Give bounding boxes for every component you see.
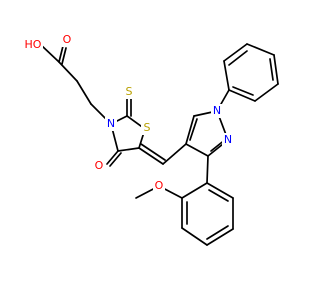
bond-c5-methine-2	[140, 143, 166, 161]
label-bg-n-pyrazole-2	[222, 133, 234, 147]
bond-phenyl-a	[223, 60, 230, 91]
molecule-structure: HO O S S N O N N O	[23, 33, 279, 246]
bond-aryl-inner-2	[206, 225, 229, 240]
atom-label-s-ring: S	[144, 121, 151, 134]
bond-methine-pyrazole	[162, 143, 187, 165]
bond-phenyl-b	[223, 43, 248, 62]
bond-pz-c3-c4	[185, 143, 209, 157]
label-bg-o-keto	[93, 159, 105, 173]
bond-c5-c4	[117, 147, 140, 152]
bond-phenyl-inner-3	[232, 86, 254, 96]
atom-label-s-thione: S	[126, 85, 133, 98]
atom-label-ho: HO	[25, 38, 42, 51]
bond-aryl-d	[206, 228, 234, 246]
bond-phenyl-d	[273, 54, 279, 85]
bond-pz-inner-1	[189, 118, 198, 141]
bond-pz-c4-c5	[185, 115, 195, 145]
bond-aryl-inner-3	[208, 189, 229, 202]
bond-c-o-double-1	[58, 45, 64, 63]
bond-c-o-keto-2	[109, 152, 122, 167]
label-bg-o-methoxy	[153, 179, 165, 193]
label-bg-ho	[23, 37, 43, 52]
label-bg-n-pyrazole-1	[211, 104, 223, 118]
atom-label-n-pyrazole-1: N	[213, 104, 221, 117]
bond-phenyl-c	[246, 43, 275, 56]
bond-c-ho	[40, 44, 60, 63]
bond-chain-2	[76, 80, 92, 105]
bond-aryl-f	[206, 182, 234, 199]
label-bg-s-thione	[123, 85, 135, 99]
bond-c-o-double-2	[61, 47, 67, 65]
label-bg-n-ring	[105, 117, 117, 131]
bond-c5-methine-1	[138, 147, 164, 165]
bond-aryl-c	[181, 227, 208, 246]
atom-label-n-ring: N	[107, 117, 115, 130]
atom-label-o-methoxy: O	[155, 179, 164, 192]
bond-phenyl-inner-2	[269, 58, 274, 81]
bond-phenyl-e	[254, 83, 279, 102]
atom-label-o-keto: O	[95, 159, 104, 172]
bond-chain-1	[58, 61, 78, 82]
bond-phenyl-inner-1	[228, 50, 248, 66]
bond-c-o-keto-1	[106, 150, 119, 165]
molecule-canvas: HO O S S N O N N O	[23, 33, 279, 246]
atom-label-n-pyrazole-2: N	[224, 133, 232, 146]
bond-phenyl-f	[228, 89, 256, 102]
label-bg-s-ring	[141, 121, 153, 135]
label-bg-o-carboxyl	[61, 33, 73, 47]
bond-aryl-a	[181, 182, 208, 199]
atom-label-o-carboxyl: O	[63, 33, 72, 46]
bond-c3-aryl	[206, 155, 209, 184]
